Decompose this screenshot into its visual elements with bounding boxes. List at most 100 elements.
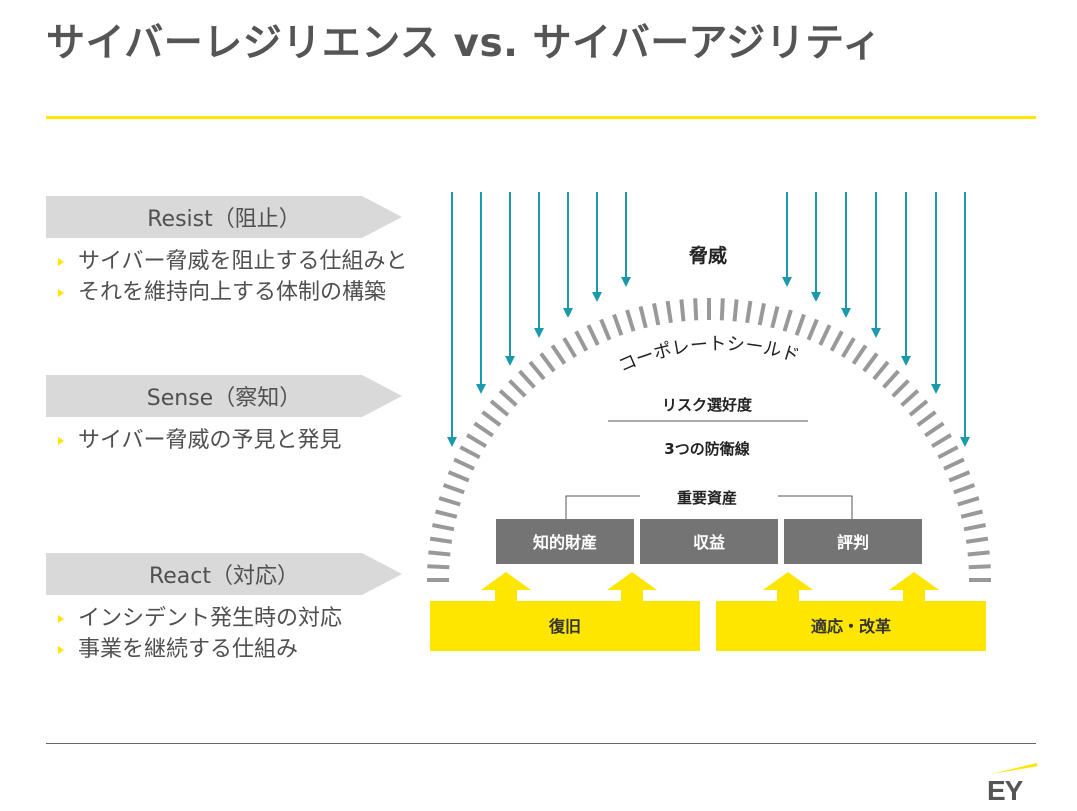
shield-stripe <box>528 360 546 381</box>
asset-label: 収益 <box>693 533 725 552</box>
shield-stripe <box>770 306 780 329</box>
shield-stripe <box>916 410 937 427</box>
threat-arrow <box>841 192 851 318</box>
section-react: React（対応） インシデント発生時の対応 事業を継続する仕組み <box>46 553 446 665</box>
shield-stripe <box>693 298 699 321</box>
shield-stripe <box>862 352 879 373</box>
banner-react: React（対応） <box>46 553 402 595</box>
shield-stripe <box>638 306 648 329</box>
bullet-list-react: インシデント発生時の対応 事業を継続する仕組み <box>46 603 446 665</box>
shield-stripe <box>679 299 686 322</box>
assets-bracket-left <box>565 495 640 519</box>
recovery-label: 復旧 <box>548 617 581 636</box>
shield-stripe <box>963 523 986 532</box>
shield-stripe <box>924 421 945 438</box>
shield-stripe <box>882 369 900 389</box>
key-assets-label: 重要資産 <box>677 489 737 507</box>
shield-stripe <box>466 433 488 449</box>
shield-stripe <box>953 483 976 495</box>
adapt-bar <box>716 601 986 651</box>
support-arrow <box>763 572 813 602</box>
shield-stripe <box>829 330 844 352</box>
threat-arrow <box>901 192 911 366</box>
support-arrow <box>607 572 657 602</box>
shield-stripe <box>665 300 673 324</box>
shield-stripe <box>806 318 819 341</box>
bullet-list-resist: サイバー脅威を阻止する仕組みと それを維持向上する体制の構築 <box>46 246 446 308</box>
shield-stripe <box>574 330 589 352</box>
shield-stripe <box>782 309 793 332</box>
shield-stripe <box>453 457 475 471</box>
shield-stripe <box>900 389 920 407</box>
risk-appetite-label: リスク選好度 <box>662 396 753 414</box>
asset-label: 評判 <box>837 533 869 552</box>
threat-arrow <box>447 192 457 447</box>
threat-arrow <box>782 192 792 287</box>
shield-stripe <box>840 337 856 359</box>
bullet-item: それを維持向上する体制の構築 <box>56 277 446 308</box>
shield-stripe <box>967 550 990 557</box>
shield-stripe <box>432 523 455 532</box>
shield-stripe <box>652 303 661 326</box>
threat-arrows <box>447 192 970 447</box>
bullet-item: インシデント発生時の対応 <box>56 603 446 634</box>
shield-stripe <box>428 550 451 557</box>
ey-logo-text: EY <box>987 775 1023 806</box>
shield-stripe <box>539 352 556 373</box>
ey-logo-beam <box>991 763 1037 774</box>
bullet-item: サイバー脅威を阻止する仕組みと <box>56 246 446 277</box>
shield-stripe <box>612 313 624 336</box>
shield-stripe <box>447 470 470 483</box>
asset-label: 知的財産 <box>533 533 597 552</box>
support-arrows <box>481 572 939 602</box>
shield-stripe <box>438 496 461 507</box>
asset-box <box>784 519 922 564</box>
shield-stripe <box>818 324 832 346</box>
footer-divider <box>46 743 1036 744</box>
shield-stripe <box>908 399 929 417</box>
threat-arrow <box>534 192 544 338</box>
shield-stripe <box>473 421 494 438</box>
banner-resist: Resist（阻止） <box>46 196 402 238</box>
support-arrow <box>481 572 531 602</box>
assets-bracket-right <box>778 495 853 519</box>
shield-stripe <box>481 410 502 427</box>
threat-arrow <box>871 192 881 338</box>
shield-stripe <box>625 309 636 332</box>
threat-arrow <box>621 192 631 287</box>
shield-stripe <box>599 318 612 341</box>
corporate-shield-arc <box>427 298 991 582</box>
lines-of-defense-label: 3つの防衛線 <box>664 440 749 458</box>
shield-stripe <box>948 470 971 483</box>
shield-stripe <box>586 324 600 346</box>
shield-stripe <box>957 496 980 507</box>
threat-arrow <box>505 192 515 366</box>
asset-box <box>496 519 634 564</box>
shield-stripe <box>937 445 959 460</box>
shield-stripe <box>719 298 725 321</box>
threat-arrow <box>811 192 821 302</box>
shield-stripe <box>498 389 518 407</box>
shield-stripe <box>794 313 806 336</box>
shield-stripe <box>960 509 983 519</box>
bullet-item: 事業を継続する仕組み <box>56 634 446 665</box>
section-resist: Resist（阻止） サイバー脅威を阻止する仕組みと それを維持向上する体制の構… <box>46 196 446 308</box>
shield-stripe <box>745 300 753 324</box>
threat-label: 脅威 <box>688 244 727 267</box>
threat-arrow <box>931 192 941 394</box>
adapt-label: 適応・改革 <box>811 617 891 636</box>
shield-stripe <box>968 564 991 570</box>
shield-stripe <box>930 433 952 449</box>
shield-stripe <box>459 445 481 460</box>
title-divider <box>46 116 1036 119</box>
bullet-item: サイバー脅威の予見と発見 <box>56 425 446 456</box>
shield-stripe <box>550 344 567 365</box>
shield-label: コーポレートシールド <box>615 334 801 377</box>
support-arrow <box>889 572 939 602</box>
threat-arrow <box>960 192 970 447</box>
shield-stripe <box>562 337 578 359</box>
section-sense: Sense（察知） サイバー脅威の予見と発見 <box>46 375 446 456</box>
bullet-list-sense: サイバー脅威の予見と発見 <box>46 425 446 456</box>
shield-stripe <box>732 299 739 322</box>
